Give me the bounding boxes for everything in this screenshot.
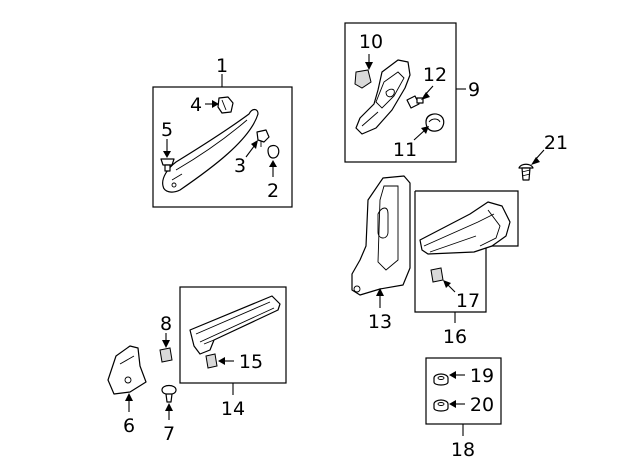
bolt-12-part [406, 95, 420, 109]
callout-20: 20 [470, 394, 494, 416]
clip-15-part [205, 353, 218, 369]
callout-12: 12 [423, 64, 447, 86]
callout-3: 3 [234, 155, 246, 177]
callout-4: 4 [190, 94, 202, 116]
group-14 [179, 286, 287, 395]
screw-5-part [160, 158, 175, 166]
callout-1: 1 [216, 55, 228, 77]
lower-parts-6-7-8 [107, 333, 177, 420]
clip-8-part [159, 347, 173, 363]
callout-6: 6 [123, 415, 135, 437]
callout-11: 11 [393, 139, 417, 161]
callout-5: 5 [161, 119, 173, 141]
callout-15: 15 [239, 351, 263, 373]
callout-17: 17 [456, 290, 480, 312]
bracket-6-part [107, 345, 147, 395]
clip-10-part [354, 69, 372, 89]
lower-pillar-trim-part [351, 175, 411, 296]
screw-7-part [161, 384, 177, 396]
pillar-trim-part [162, 108, 259, 193]
callout-10: 10 [359, 31, 383, 53]
callout-labels: 1 2 3 4 5 6 7 8 9 10 11 12 13 14 15 16 1… [123, 31, 568, 461]
callout-7: 7 [163, 423, 175, 445]
cap-11-part [425, 113, 445, 132]
group-1 [152, 74, 293, 208]
group-18 [425, 357, 502, 436]
callout-19: 19 [470, 365, 494, 387]
group-9-frame [344, 22, 457, 163]
clip-2-part [267, 144, 280, 159]
callout-14: 14 [221, 398, 245, 420]
group-9 [344, 22, 466, 163]
callout-13: 13 [368, 311, 392, 333]
screw-21-head [518, 163, 534, 169]
callout-2: 2 [267, 180, 279, 202]
fastener-3-part [256, 129, 270, 143]
callout-18: 18 [451, 439, 475, 461]
callout-21: 21 [544, 132, 568, 154]
b-pillar-upper-trim-part [355, 59, 411, 135]
group-16 [414, 190, 519, 323]
callout-8: 8 [160, 313, 172, 335]
callout-9: 9 [468, 79, 480, 101]
callout-16: 16 [443, 326, 467, 348]
screw-21 [518, 149, 545, 181]
sill-trim-14-part [189, 295, 281, 355]
clip-17-part [430, 267, 444, 283]
lower-pillar-trim-13 [351, 175, 411, 308]
clip-4-part [217, 96, 234, 114]
